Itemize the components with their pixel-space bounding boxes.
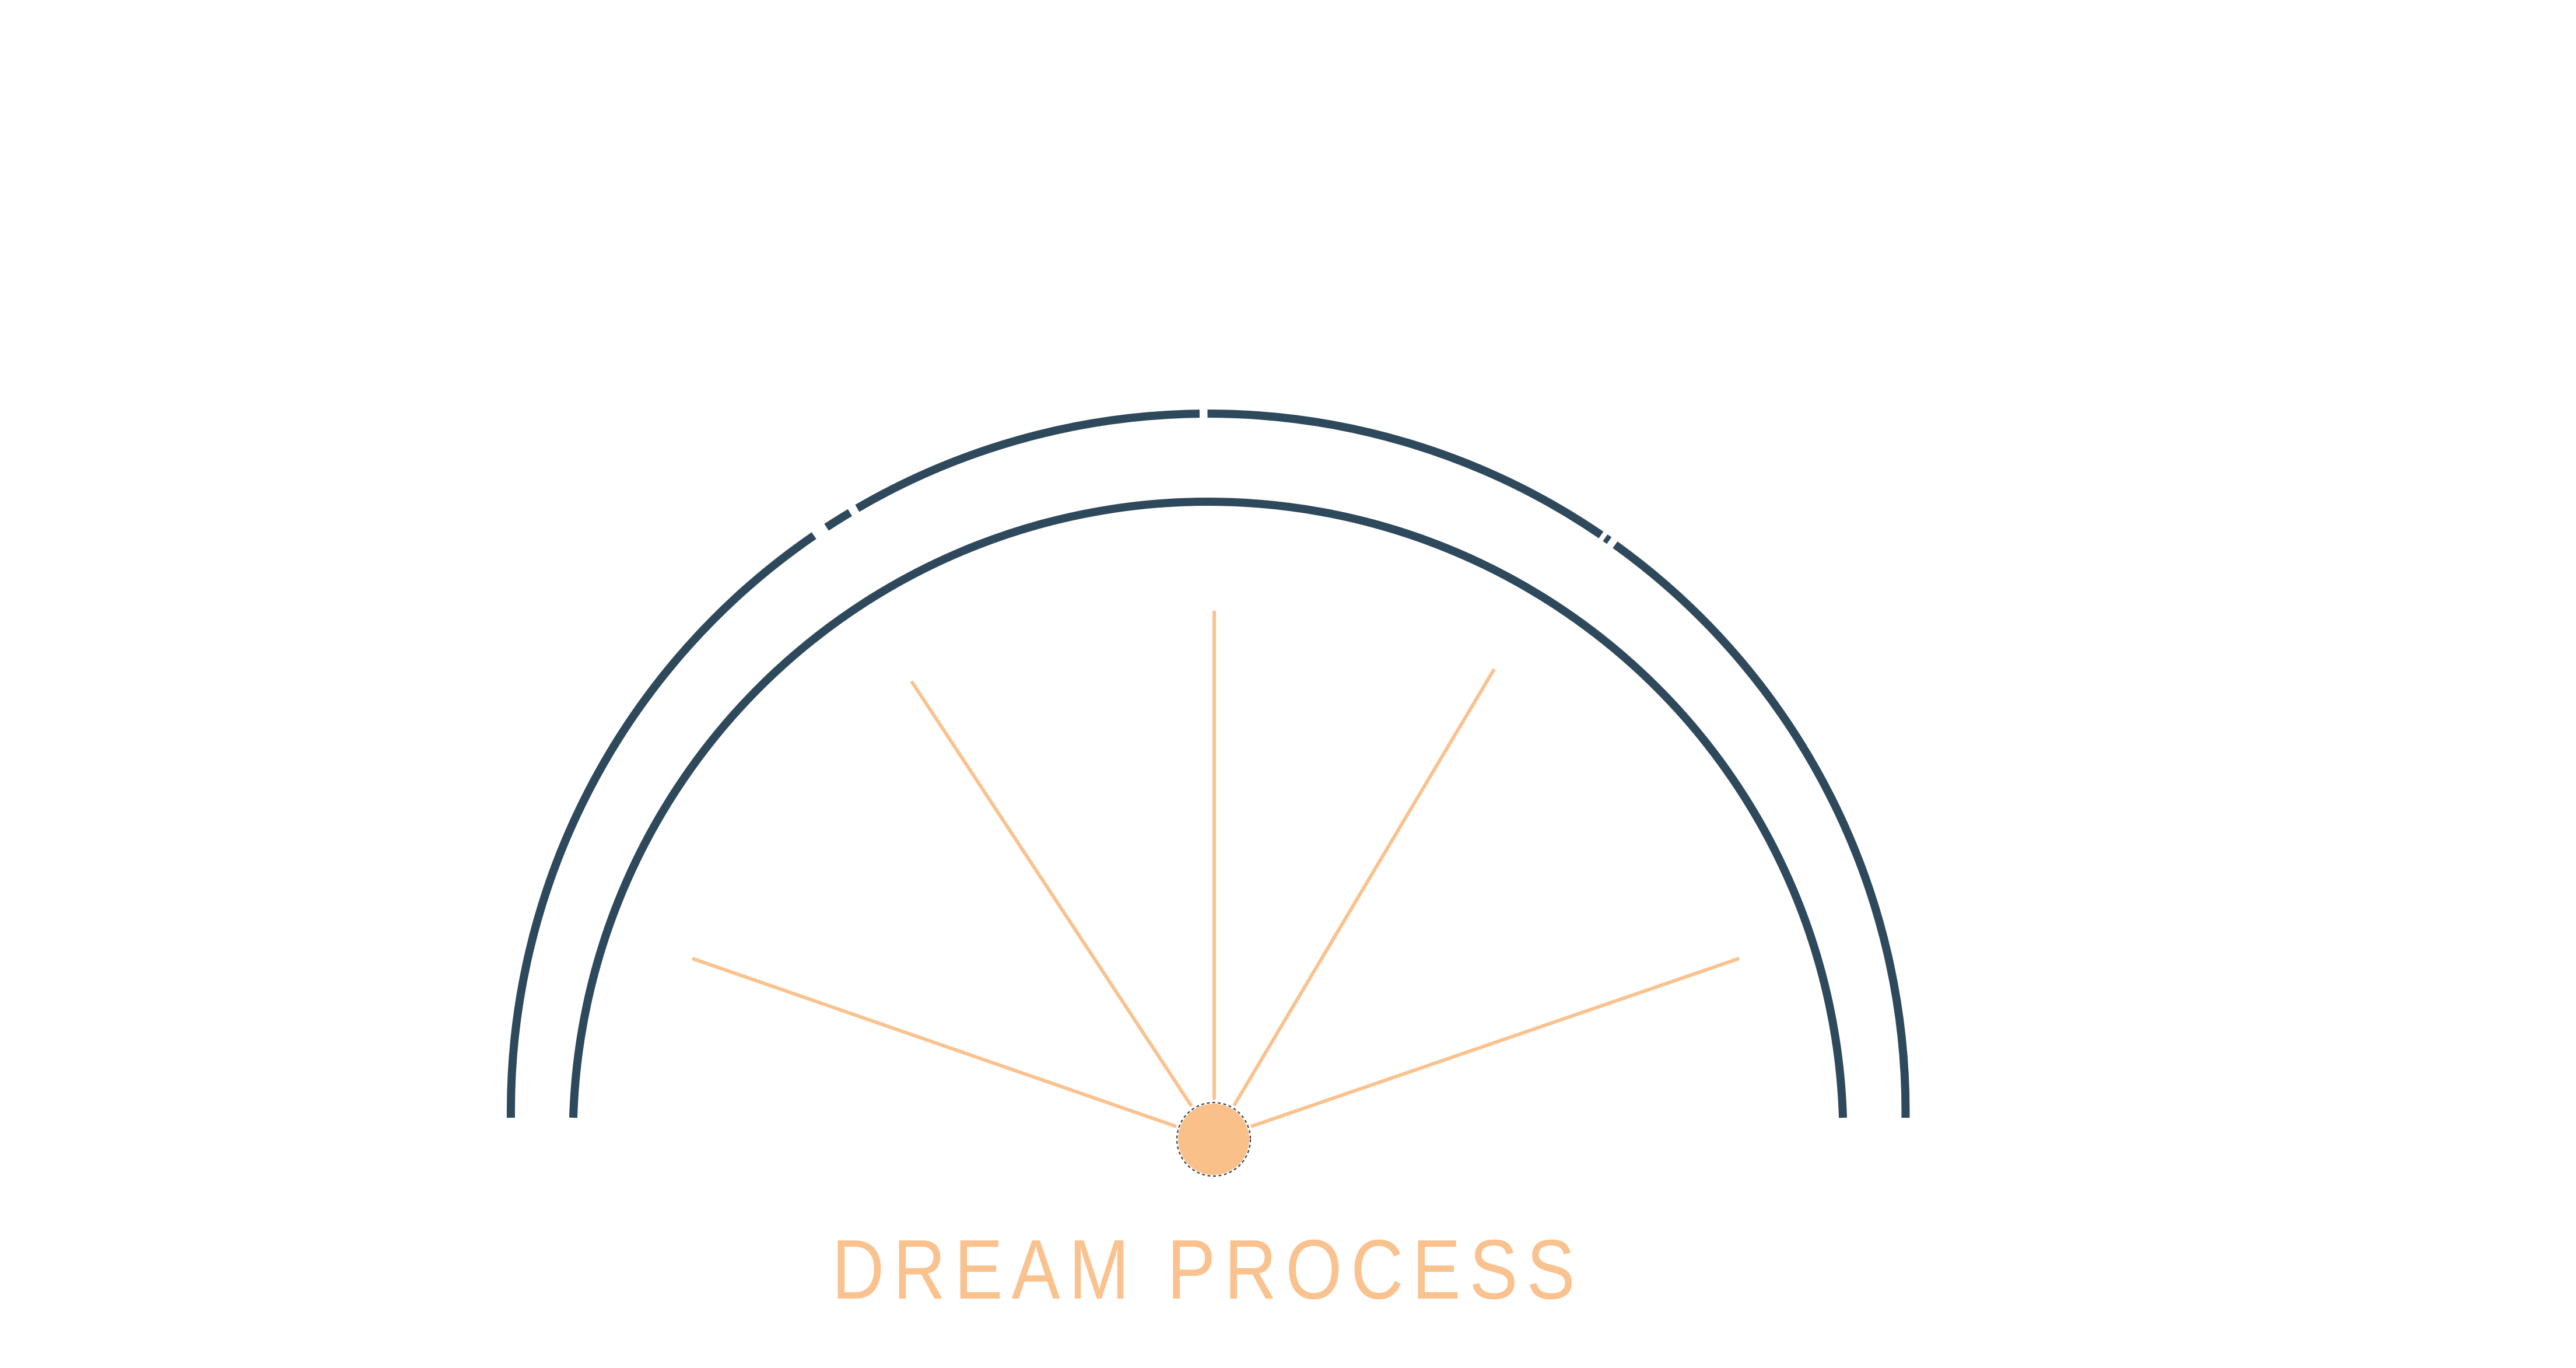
diagram-title: DREAM PROCESS [832, 1222, 1584, 1317]
sun-ray-upper-right [1232, 668, 1496, 1107]
outer-arc-top-right-segment [1207, 409, 1604, 538]
sun-dashed-ring-icon [1176, 1101, 1252, 1177]
sun-disc [1178, 1104, 1249, 1175]
outer-arc-right-segment [1613, 541, 1910, 1118]
sun-ray-left [692, 957, 1177, 1128]
sun-ray-upper-left [910, 680, 1193, 1107]
sun-ray-right [1250, 957, 1740, 1128]
outer-arc [506, 409, 1910, 1118]
outer-arc-right-dot [1603, 534, 1612, 544]
inner-arc [569, 498, 1847, 1118]
outer-arc-left-dash [824, 509, 852, 531]
outer-arc-left-segment [506, 532, 816, 1118]
outer-arc-top-left-segment [855, 410, 1200, 512]
sun-rays [692, 611, 1740, 1128]
